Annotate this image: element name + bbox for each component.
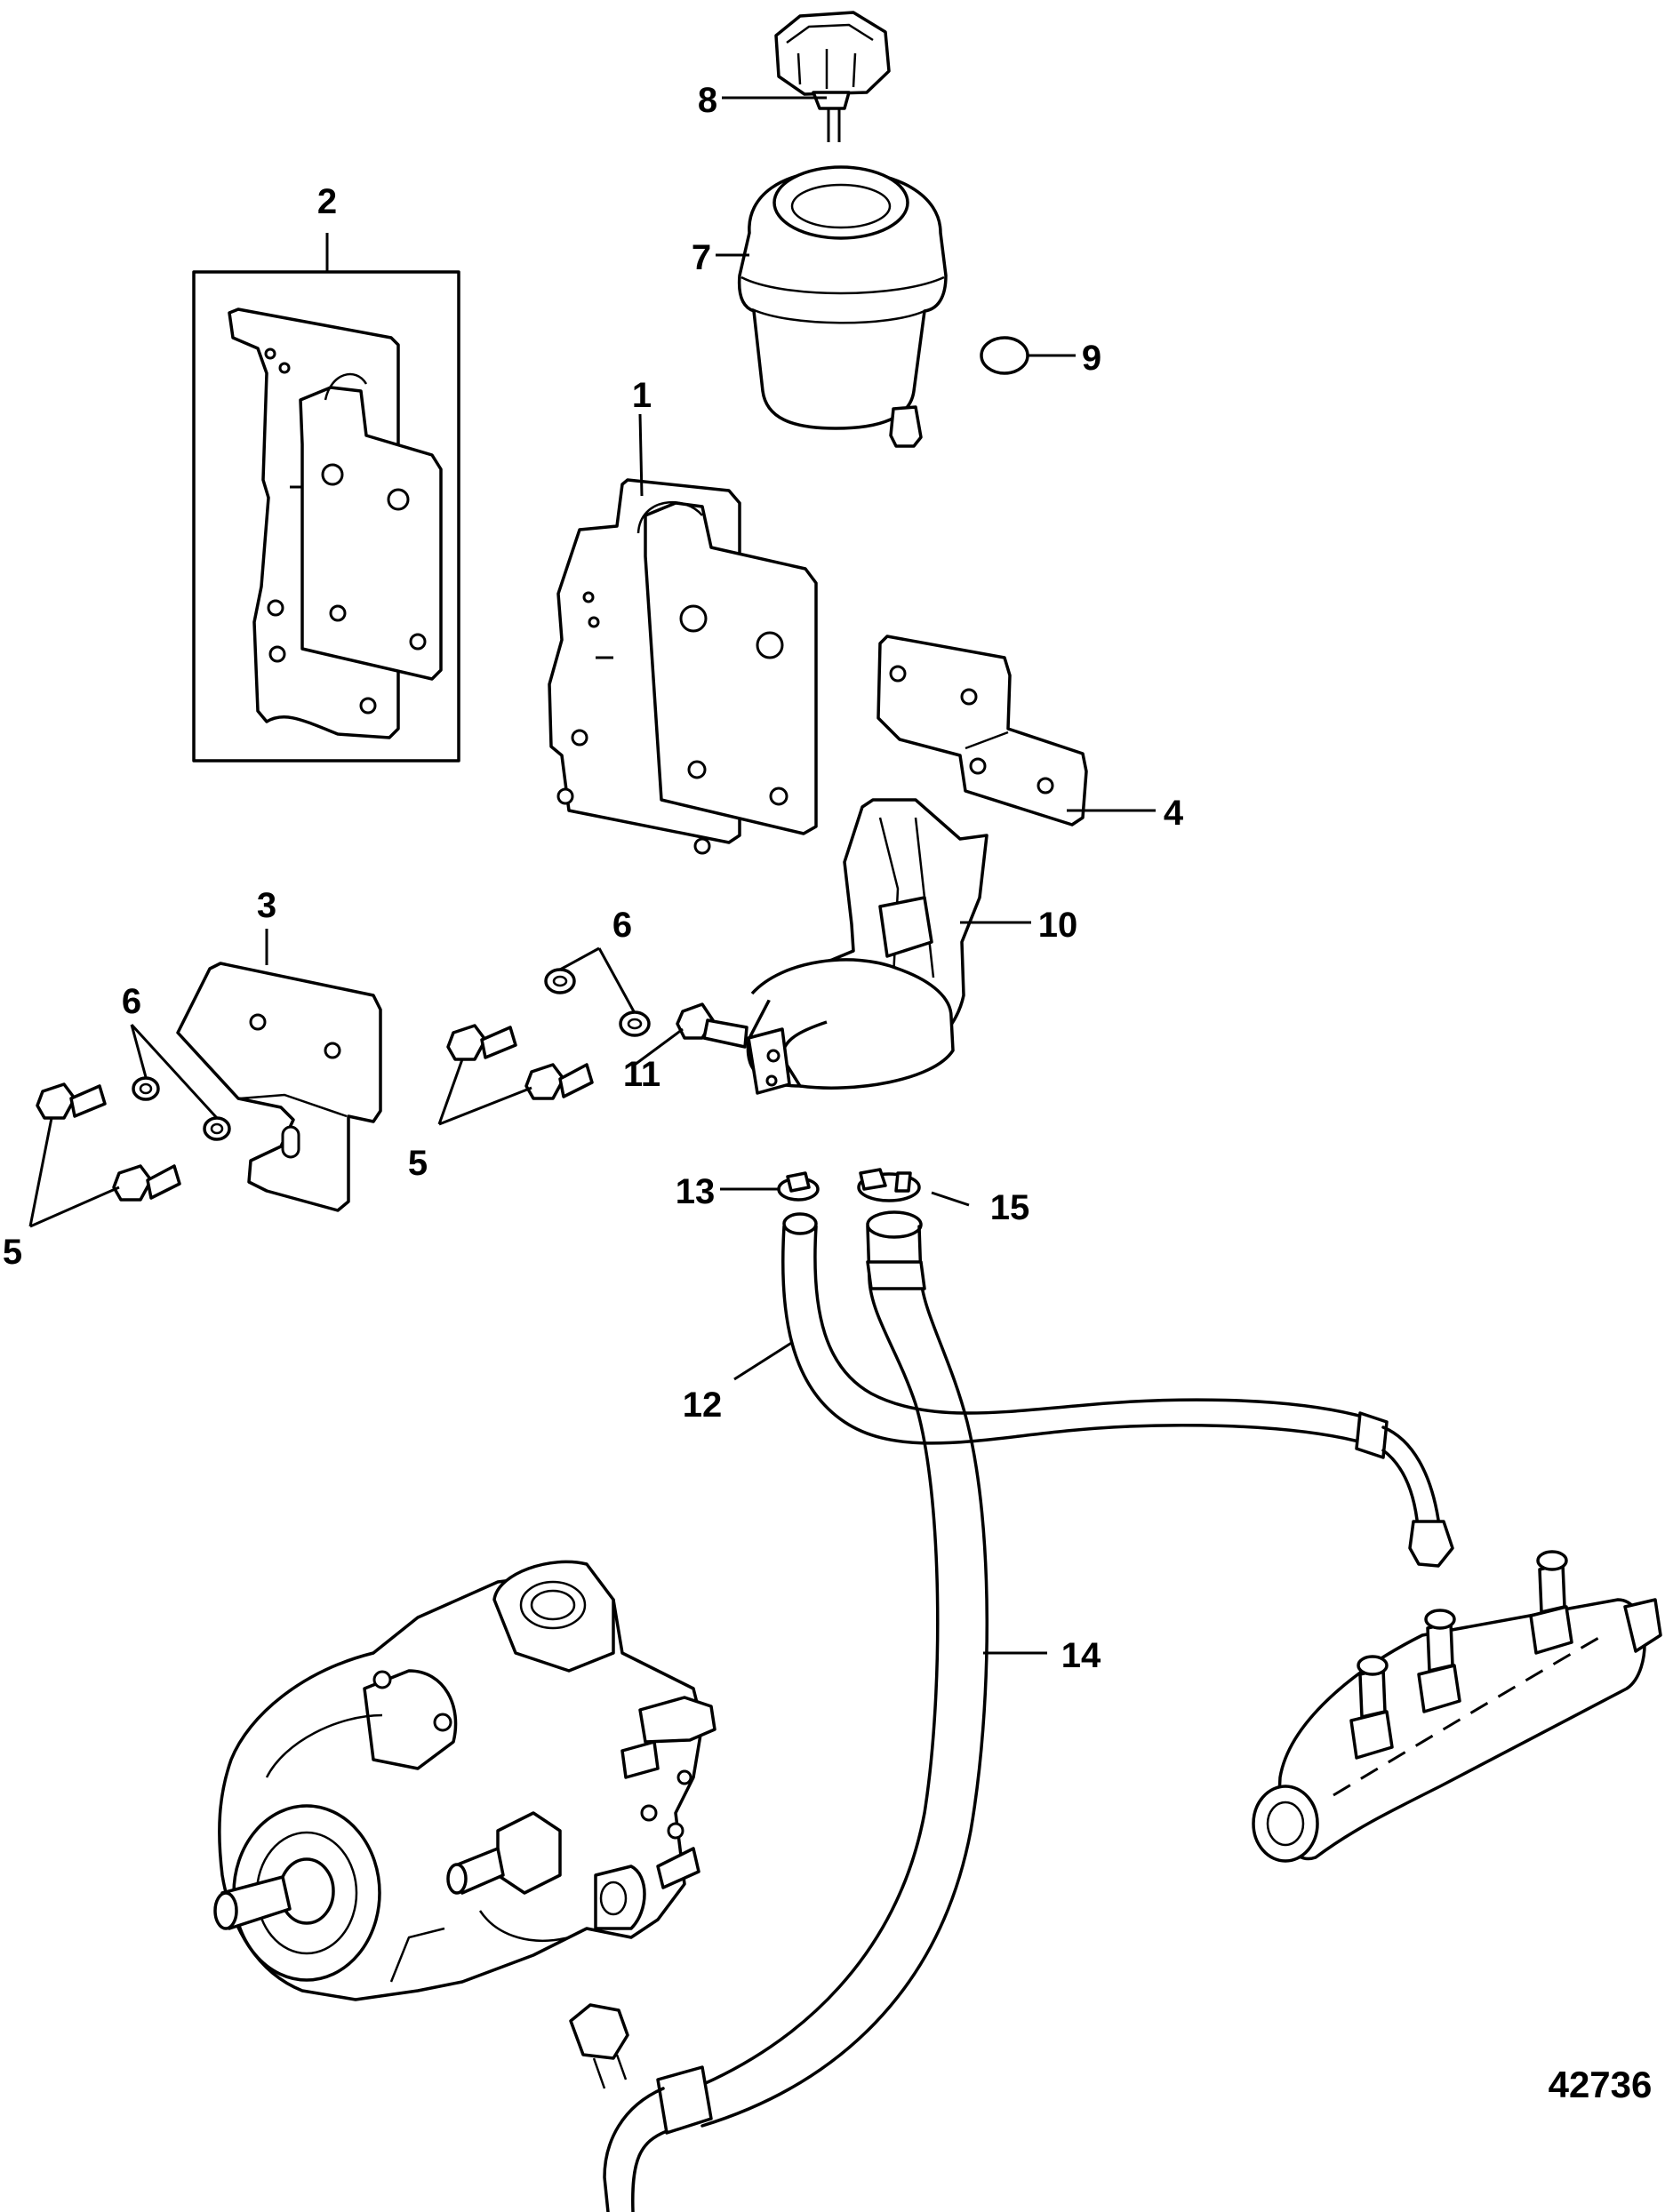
callout-14: 14	[1061, 1636, 1101, 1675]
washers-left	[132, 1076, 231, 1141]
callout-5-right: 5	[408, 1144, 428, 1183]
callout-13: 13	[676, 1172, 716, 1211]
callout-1: 1	[632, 376, 652, 415]
clip-bracket	[176, 962, 382, 1212]
callout-2: 2	[317, 182, 337, 221]
callout-5-left: 5	[3, 1233, 22, 1272]
bracket-kit-box	[192, 270, 460, 763]
hose-clamp-small	[777, 1171, 820, 1202]
clamp-bolt	[676, 1002, 748, 1049]
reservoir	[737, 165, 948, 448]
reservoir-clamp	[746, 798, 989, 1095]
washers-right	[544, 968, 651, 1037]
callout-8: 8	[698, 81, 717, 120]
pressure-hose	[569, 1210, 989, 2212]
callout-10: 10	[1038, 906, 1078, 945]
callout-4: 4	[1164, 794, 1184, 833]
reservoir-cap	[774, 11, 891, 142]
fluid-cooler	[1252, 1550, 1662, 1863]
callout-6-left: 6	[122, 982, 141, 1021]
callout-3: 3	[257, 886, 276, 925]
plug	[980, 336, 1029, 375]
bolts-right	[446, 1024, 594, 1100]
bolts-left	[36, 1082, 181, 1202]
callout-11: 11	[623, 1055, 660, 1094]
callout-labels: 2 1 8 7 9 4 10 3 6 6 5 5 11 13 15 12 14 …	[3, 81, 1653, 2105]
callout-12: 12	[683, 1385, 723, 1425]
callout-7: 7	[692, 238, 711, 277]
callout-15: 15	[990, 1188, 1030, 1227]
leader-lines	[28, 96, 1156, 1655]
hose-clamp-large	[857, 1168, 921, 1202]
callout-9: 9	[1082, 339, 1101, 378]
callout-6-right: 6	[612, 906, 632, 945]
small-bracket	[877, 635, 1088, 827]
figure-number: 42736	[1549, 2064, 1653, 2105]
power-steering-pump	[213, 1560, 716, 2001]
return-hose	[780, 1212, 1454, 1568]
mounting-bracket	[548, 478, 818, 855]
